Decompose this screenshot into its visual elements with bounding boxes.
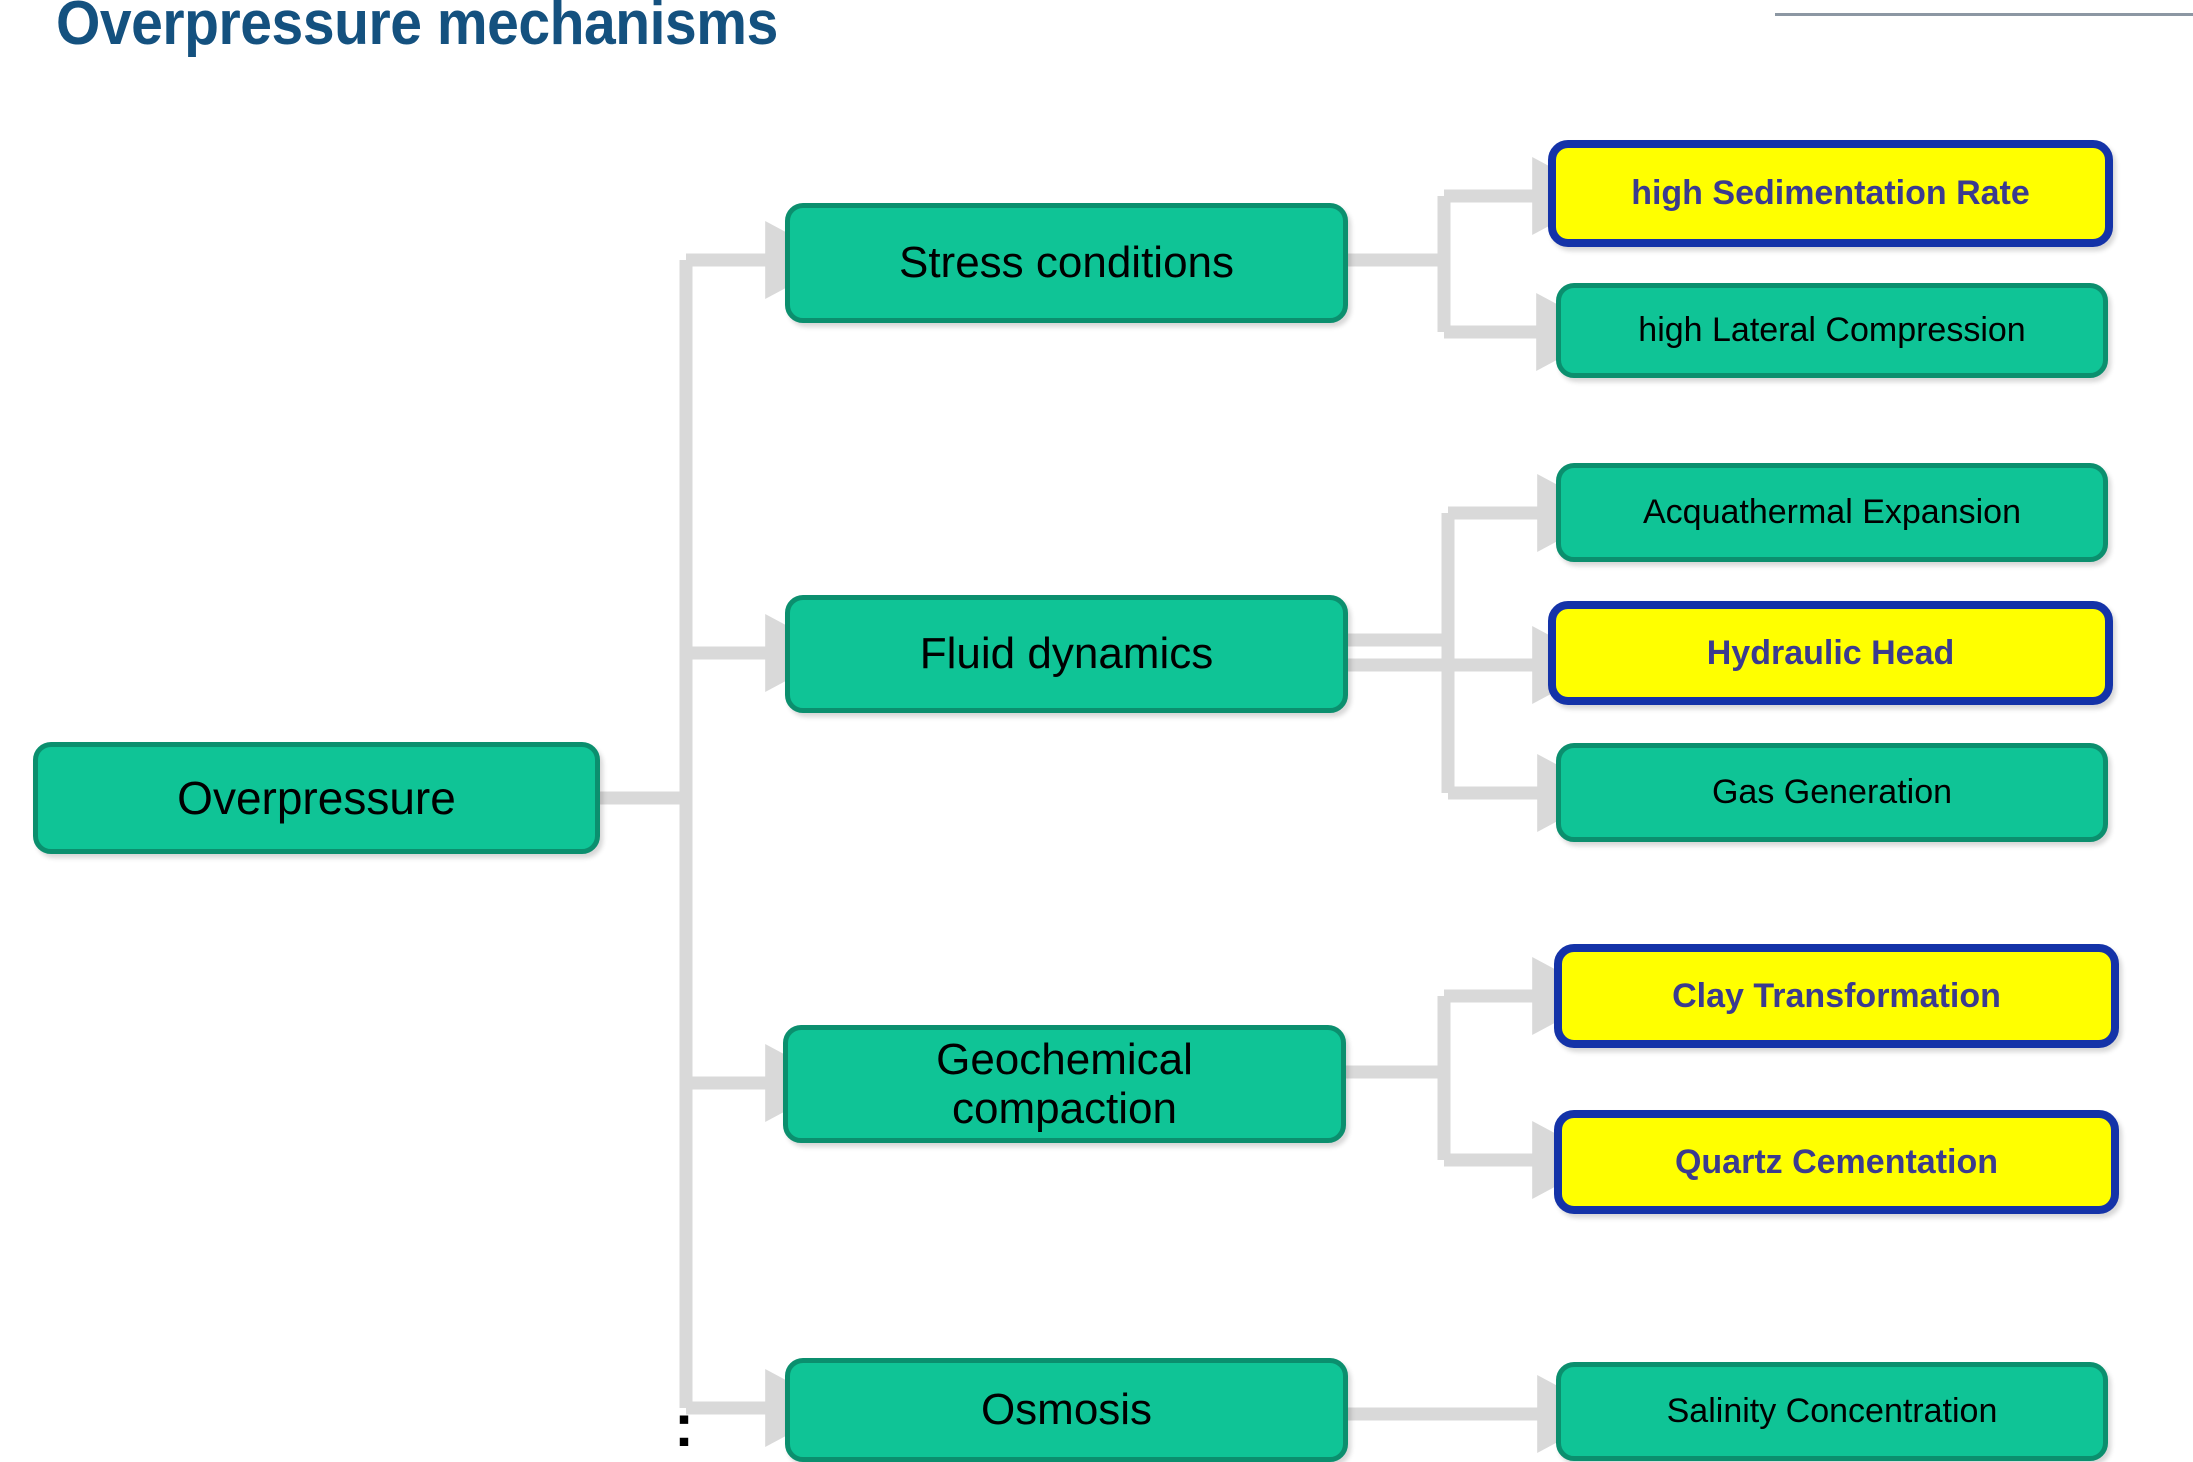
node-label: Salinity Concentration <box>1666 1392 1998 1431</box>
node-label: Fluid dynamics <box>919 629 1214 679</box>
node-osmosis[interactable]: Osmosis <box>785 1358 1348 1462</box>
node-label: Geochemical compaction <box>788 1035 1341 1134</box>
node-label: Quartz Cementation <box>1674 1142 1999 1181</box>
node-salinity-concentration[interactable]: Salinity Concentration <box>1556 1362 2108 1461</box>
node-label-line2: compaction <box>951 1084 1177 1133</box>
node-high-lateral-compression[interactable]: high Lateral Compression <box>1556 283 2108 378</box>
stray-colon-artifact: : <box>674 1392 694 1459</box>
node-label: Stress conditions <box>898 238 1235 288</box>
node-hydraulic-head[interactable]: Hydraulic Head <box>1548 601 2113 705</box>
node-quartz-cementation[interactable]: Quartz Cementation <box>1554 1110 2119 1214</box>
node-label: Gas Generation <box>1711 773 1953 812</box>
node-label: Acquathermal Expansion <box>1642 493 2021 532</box>
header-divider-rule <box>1775 13 2193 16</box>
node-label: Osmosis <box>980 1385 1153 1435</box>
node-geochemical-compaction[interactable]: Geochemical compaction <box>783 1025 1346 1143</box>
node-acquathermal-expansion[interactable]: Acquathermal Expansion <box>1556 463 2108 562</box>
node-label: Overpressure <box>177 771 456 824</box>
node-high-sedimentation-rate[interactable]: high Sedimentation Rate <box>1548 140 2113 247</box>
node-fluid-dynamics[interactable]: Fluid dynamics <box>785 595 1348 713</box>
node-label: high Sedimentation Rate <box>1631 174 2030 213</box>
node-label: Clay Transformation <box>1672 976 2001 1015</box>
node-overpressure[interactable]: Overpressure <box>33 742 600 854</box>
node-label-line1: Geochemical <box>936 1034 1193 1084</box>
node-label: high Lateral Compression <box>1638 311 2026 350</box>
node-label: Hydraulic Head <box>1706 633 1955 672</box>
page-title: Overpressure mechanisms <box>56 0 778 58</box>
node-clay-transformation[interactable]: Clay Transformation <box>1554 944 2119 1048</box>
node-gas-generation[interactable]: Gas Generation <box>1556 743 2108 842</box>
node-stress-conditions[interactable]: Stress conditions <box>785 203 1348 323</box>
